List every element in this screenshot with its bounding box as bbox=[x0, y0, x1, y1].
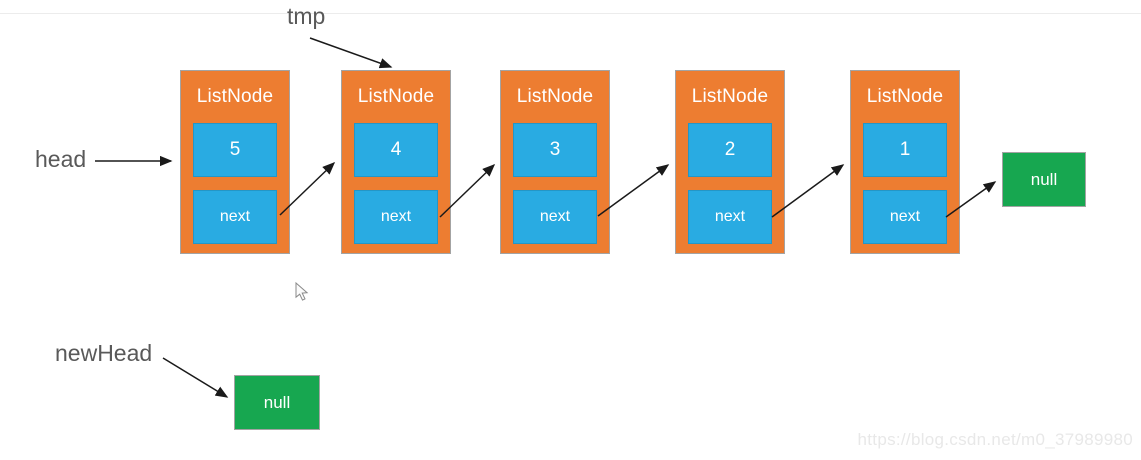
listnode-title: ListNode bbox=[691, 86, 769, 107]
listnode-value-field: 4 bbox=[354, 123, 438, 177]
null-box-list-end: null bbox=[1002, 152, 1086, 207]
listnode-value-field: 2 bbox=[688, 123, 772, 177]
null-box-newhead: null bbox=[234, 375, 320, 430]
top-divider-line bbox=[0, 13, 1141, 14]
mouse-cursor-icon bbox=[295, 281, 309, 301]
listnode-title: ListNode bbox=[196, 86, 274, 107]
listnode-box: ListNode 5 next bbox=[180, 70, 290, 254]
listnode-box: ListNode 1 next bbox=[850, 70, 960, 254]
listnode-title: ListNode bbox=[866, 86, 944, 107]
listnode-box: ListNode 2 next bbox=[675, 70, 785, 254]
listnode-next-field: next bbox=[688, 190, 772, 244]
newhead-label: newHead bbox=[55, 340, 153, 366]
listnode-next-field: next bbox=[193, 190, 277, 244]
listnode-box: ListNode 4 next bbox=[341, 70, 451, 254]
tmp-label: tmp bbox=[287, 3, 326, 29]
listnode-title: ListNode bbox=[516, 86, 594, 107]
listnode-title: ListNode bbox=[357, 86, 435, 107]
listnode-next-field: next bbox=[863, 190, 947, 244]
head-label: head bbox=[35, 146, 87, 172]
listnode-value-field: 5 bbox=[193, 123, 277, 177]
arrow-tmp-to-node2 bbox=[309, 37, 393, 69]
listnode-value-field: 1 bbox=[863, 123, 947, 177]
listnode-box: ListNode 3 next bbox=[500, 70, 610, 254]
listnode-next-field: next bbox=[354, 190, 438, 244]
watermark-text: https://blog.csdn.net/m0_37989980 bbox=[857, 430, 1133, 449]
listnode-value-field: 3 bbox=[513, 123, 597, 177]
listnode-next-field: next bbox=[513, 190, 597, 244]
arrow-newhead-to-null bbox=[162, 357, 229, 398]
